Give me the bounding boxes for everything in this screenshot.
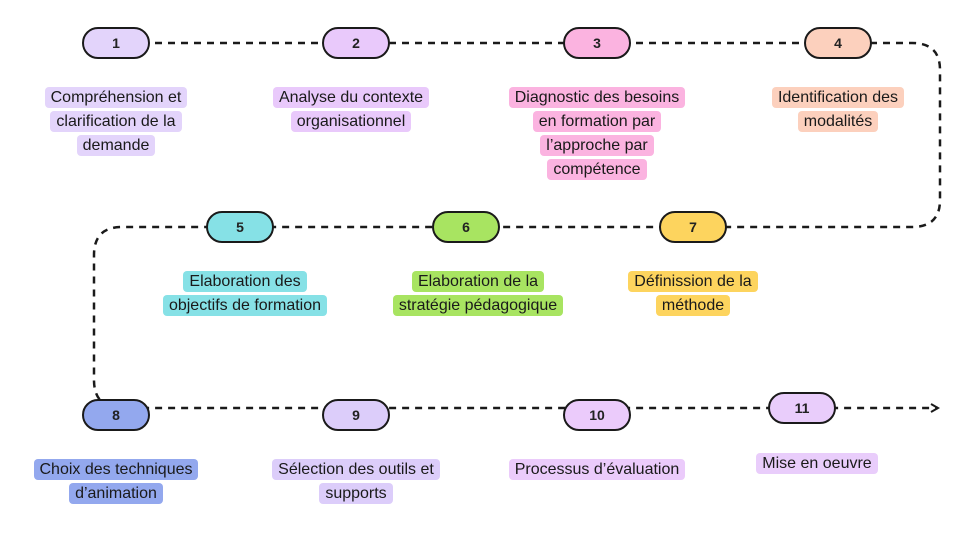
- step-7-label: Définission de la méthode: [553, 270, 833, 318]
- step-1-label-line: demande: [76, 135, 156, 156]
- step-6-label-line: Elaboration de la: [411, 271, 545, 292]
- step-1-label-line: Compréhension et: [44, 87, 188, 108]
- step-6-label: Elaboration de la stratégie pédagogique: [338, 270, 618, 318]
- step-10-label-line: Processus d’évaluation: [508, 459, 686, 480]
- step-3-label-line: l’approche par: [540, 135, 654, 156]
- step-9-label-line: supports: [319, 483, 393, 504]
- step-2-label: Analyse du contexte organisationnel: [211, 86, 491, 134]
- step-3-label: Diagnostic des besoins en formation par l’…: [457, 86, 737, 182]
- step-10-label: Processus d’évaluation: [457, 458, 737, 482]
- step-3-label-line: en formation par: [532, 111, 662, 132]
- step-4-number: 4: [804, 27, 872, 59]
- step-11-number: 11: [768, 392, 836, 424]
- step-6-number: 6: [432, 211, 500, 243]
- step-1-label: Compréhension et clarification de la deman…: [0, 86, 256, 158]
- step-2-number: 2: [322, 27, 390, 59]
- step-9-label: Sélection des outils et supports: [216, 458, 496, 506]
- step-9-number: 9: [322, 399, 390, 431]
- step-7-number: 7: [659, 211, 727, 243]
- step-6-label-line: stratégie pédagogique: [392, 295, 564, 316]
- step-8-label: Choix des techniques d’animation: [0, 458, 256, 506]
- step-8-label-line: Choix des techniques: [33, 459, 199, 480]
- step-5-number: 5: [206, 211, 274, 243]
- step-3-label-line: compétence: [547, 159, 647, 180]
- step-1-label-line: clarification de la: [50, 111, 182, 132]
- step-8-number: 8: [82, 399, 150, 431]
- step-9-label-line: Sélection des outils et: [272, 459, 440, 480]
- step-5-label-line: Elaboration des: [183, 271, 307, 292]
- step-5-label: Elaboration des objectifs de formation: [105, 270, 385, 318]
- step-4-label-line: modalités: [797, 111, 879, 132]
- step-2-label-line: organisationnel: [290, 111, 412, 132]
- step-1-number: 1: [82, 27, 150, 59]
- step-4-label-line: Identification des: [771, 87, 905, 108]
- step-5-label-line: objectifs de formation: [162, 295, 328, 316]
- step-8-label-line: d’animation: [69, 483, 163, 504]
- step-7-label-line: méthode: [655, 295, 731, 316]
- step-2-label-line: Analyse du contexte: [272, 87, 430, 108]
- connector-line: [92, 41, 942, 408]
- step-7-label-line: Définission de la: [628, 271, 758, 292]
- step-11-label: Mise en oeuvre: [677, 452, 957, 476]
- step-11-label-line: Mise en oeuvre: [756, 453, 878, 474]
- step-3-number: 3: [563, 27, 631, 59]
- step-10-number: 10: [563, 399, 631, 431]
- step-4-label: Identification des modalités: [698, 86, 962, 134]
- step-3-label-line: Diagnostic des besoins: [508, 87, 686, 108]
